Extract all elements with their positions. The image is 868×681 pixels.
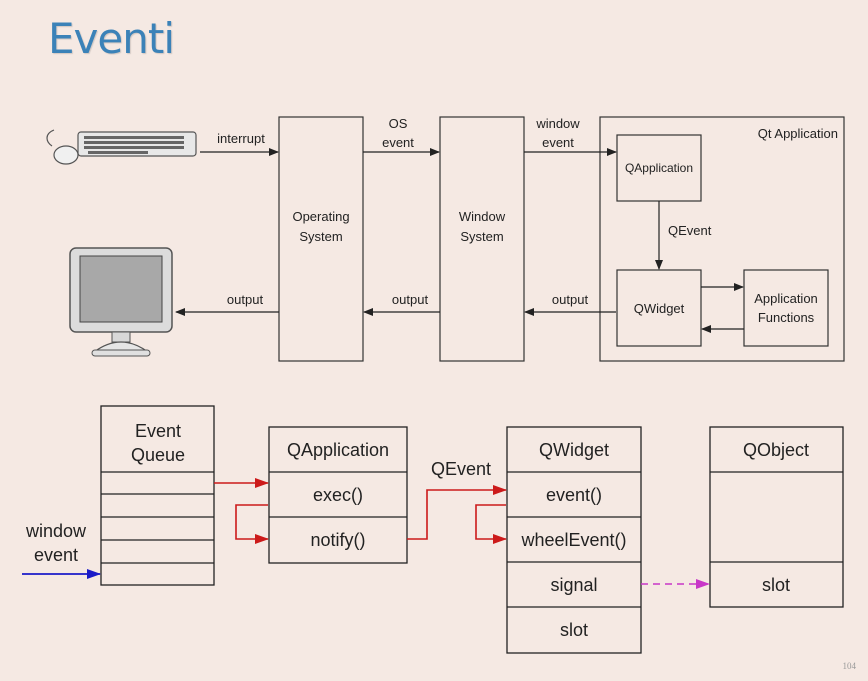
output-label-2: output [392, 292, 429, 307]
window-event-input-label-line1: window [25, 521, 87, 541]
qwidget-wheelevent-method: wheelEvent() [520, 530, 626, 550]
operating-system-label-line2: System [299, 229, 342, 244]
output-label-3: output [552, 292, 589, 307]
window-event-label-line2: event [542, 135, 574, 150]
operating-system-box [278, 116, 364, 362]
application-functions-label-line1: Application [754, 291, 818, 306]
slide-title: Eventi [48, 14, 175, 63]
qobject-class [709, 426, 844, 608]
event-queue [100, 405, 215, 586]
notify-to-event-arrow [407, 485, 507, 540]
monitor-icon [69, 247, 173, 357]
os-event-label-line1: OS [389, 116, 408, 131]
window-event-input-label-line2: event [34, 545, 78, 565]
qapplication-box-label: QApplication [625, 161, 693, 175]
qapplication-exec-method: exec() [313, 485, 363, 505]
qevent-label: QEvent [668, 223, 712, 238]
application-functions-box [743, 269, 829, 347]
qapplication-notify-method: notify() [310, 530, 365, 550]
os-event-label-line2: event [382, 135, 414, 150]
keyboard-icon [77, 131, 197, 157]
window-event-label-line1: window [535, 116, 580, 131]
window-system-label-line2: System [460, 229, 503, 244]
event-queue-title-line2: Queue [131, 445, 185, 465]
event-to-wheelevent-arrow [475, 504, 507, 544]
mouse-icon [46, 129, 79, 165]
qobject-slot-row: slot [762, 575, 790, 595]
qwidget-signal-row: signal [550, 575, 597, 595]
qobject-class-title: QObject [743, 440, 809, 460]
application-functions-label-line2: Functions [758, 310, 815, 325]
window-system-label-line1: Window [459, 209, 506, 224]
interrupt-label: interrupt [217, 131, 265, 146]
qwidget-event-method: event() [546, 485, 602, 505]
qwidget-box-label: QWidget [634, 301, 685, 316]
output-label-1: output [227, 292, 264, 307]
qt-application-label: Qt Application [758, 126, 838, 141]
qwidget-class [506, 426, 642, 654]
qt-application-container [599, 116, 845, 362]
qwidget-class-title: QWidget [539, 440, 609, 460]
qapplication-class [268, 426, 408, 564]
window-system-box [439, 116, 525, 362]
qwidget-slot-row: slot [560, 620, 588, 640]
qwidget-box [616, 269, 702, 347]
page-number: 104 [842, 661, 857, 671]
event-queue-title-line1: Event [135, 421, 181, 441]
exec-to-notify-arrow [235, 504, 269, 544]
operating-system-label-line1: Operating [292, 209, 349, 224]
qapplication-class-title: QApplication [287, 440, 389, 460]
qevent-flow-label: QEvent [431, 459, 491, 479]
